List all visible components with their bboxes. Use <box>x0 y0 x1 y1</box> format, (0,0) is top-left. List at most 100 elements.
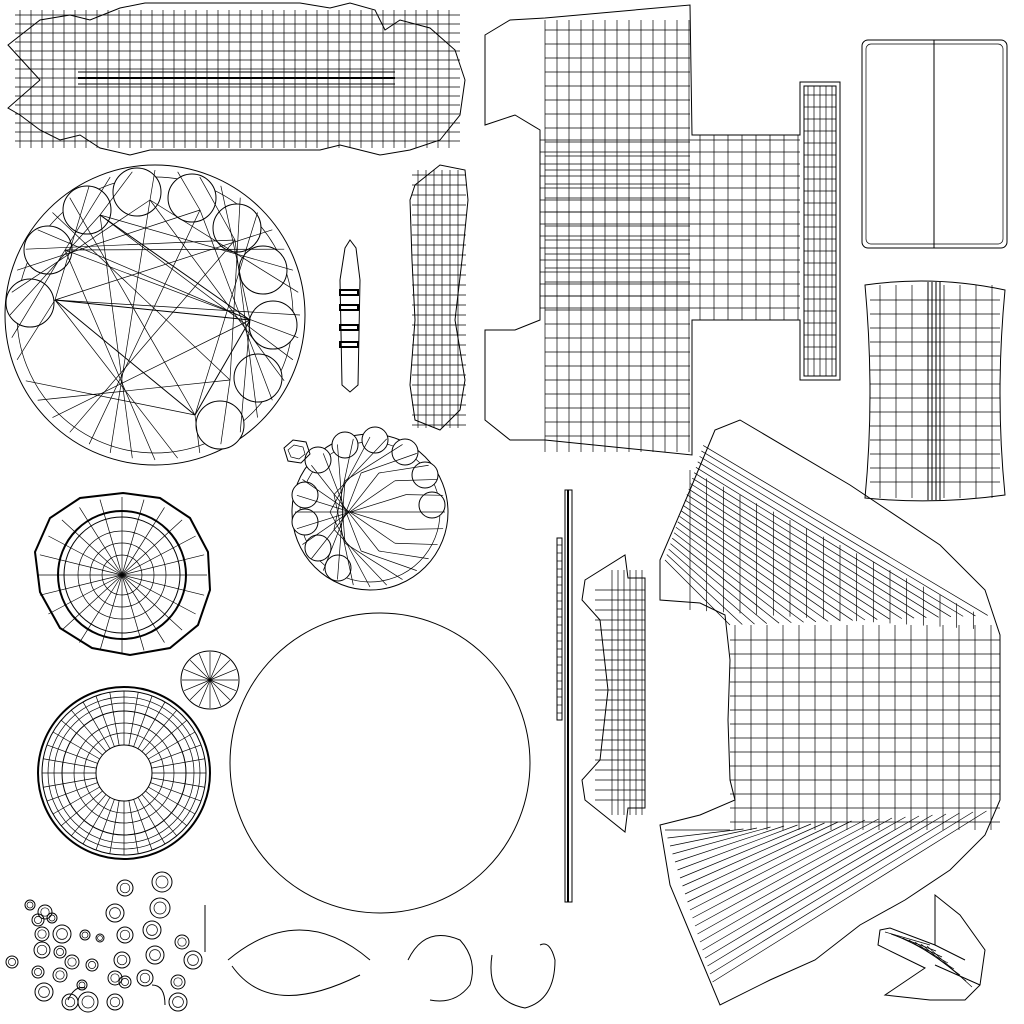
mesh-edge <box>682 822 825 887</box>
mesh-edge <box>209 679 237 692</box>
mesh-edge <box>699 456 964 617</box>
mesh-loop <box>67 957 77 967</box>
mesh-edge <box>148 731 196 760</box>
mesh-edge <box>69 239 236 433</box>
mesh-loop <box>107 970 123 986</box>
mesh-edge <box>148 786 196 815</box>
mesh-edge <box>151 758 205 769</box>
arc-wires <box>67 905 556 1009</box>
mesh-edge <box>692 477 915 619</box>
mesh-edge <box>82 701 111 749</box>
mesh-loop <box>116 879 134 897</box>
mesh-loop <box>195 400 245 450</box>
mesh-edge <box>677 521 817 623</box>
mesh-loop <box>291 508 319 536</box>
mesh-edge <box>199 209 273 401</box>
mesh-edge <box>52 212 231 381</box>
mesh-edge <box>109 800 120 854</box>
mesh-loop <box>116 954 128 966</box>
mesh-loop <box>88 961 96 969</box>
mesh-loop <box>64 954 80 970</box>
mesh-loop <box>418 491 446 519</box>
mesh-loop <box>118 975 132 989</box>
mesh-loop <box>105 903 125 923</box>
mesh-edge <box>39 574 123 596</box>
mesh-edge <box>687 820 852 903</box>
mesh-edge <box>121 574 183 631</box>
mesh-edge <box>699 815 920 943</box>
mesh-edge <box>109 199 151 453</box>
mesh-edge <box>99 214 251 321</box>
mesh-edge <box>54 185 90 301</box>
mesh-edge <box>311 465 380 552</box>
mesh-edge <box>209 668 237 681</box>
mesh-loop <box>73 722 175 824</box>
mesh-loop <box>81 931 89 939</box>
mesh-loop <box>174 934 190 950</box>
mesh-edge <box>121 519 183 576</box>
mesh-edge <box>150 744 202 764</box>
large-gear-ring <box>4 164 306 466</box>
mesh-edge <box>670 543 768 624</box>
mesh-edge <box>71 794 107 837</box>
mesh-edge <box>99 574 123 651</box>
mesh-edge <box>329 436 371 513</box>
mesh-edge <box>688 488 890 620</box>
mesh-edge <box>99 214 294 361</box>
radial-disc-upper <box>33 491 212 657</box>
mesh-loop <box>119 882 131 894</box>
mesh-loop <box>31 965 45 979</box>
top-handle-strip <box>7 2 466 156</box>
mesh-edge <box>333 494 354 586</box>
mesh-edge <box>16 209 201 271</box>
mesh-edge <box>95 799 115 851</box>
mesh-edge <box>52 731 100 760</box>
mesh-edge <box>329 511 371 588</box>
mesh-edge <box>39 554 123 576</box>
mesh-edge <box>697 816 906 935</box>
mesh-edge <box>679 823 812 879</box>
mesh-edge <box>61 574 123 631</box>
mesh-edge <box>672 826 771 855</box>
mesh-edge <box>667 828 744 839</box>
mesh-edge <box>697 461 952 618</box>
mesh-edge <box>333 438 387 495</box>
mesh-edge <box>43 758 97 769</box>
mesh-loop <box>64 996 76 1008</box>
mesh-loop <box>110 973 120 983</box>
mesh-edge <box>121 574 196 615</box>
mesh-edge <box>141 794 177 837</box>
mesh-loop <box>109 907 121 919</box>
mesh-loop <box>5 278 55 328</box>
mesh-loop <box>121 978 129 986</box>
mesh-loop <box>5 955 19 969</box>
mesh-edge <box>694 817 893 927</box>
mesh-loop <box>177 937 187 947</box>
mesh-edge <box>46 744 98 764</box>
small-gear-ring <box>291 426 449 591</box>
mesh-loop <box>97 935 103 941</box>
mesh-edge <box>11 249 66 338</box>
mesh-edge <box>194 414 201 453</box>
mesh-edge <box>137 701 166 749</box>
mesh-loop <box>61 993 79 1011</box>
mesh-loop <box>109 996 121 1008</box>
mesh-loop <box>77 991 99 1013</box>
mesh-loop <box>8 958 16 966</box>
mesh-loop <box>46 912 58 924</box>
mesh-loop <box>170 974 186 990</box>
mesh-edge <box>64 176 111 251</box>
mesh-edge <box>344 444 403 482</box>
mesh-edge <box>25 239 236 250</box>
mesh-edge <box>82 797 111 845</box>
mesh-edge <box>689 819 866 911</box>
mesh-edge <box>145 790 188 826</box>
mesh-loop <box>48 914 56 922</box>
mesh-edge <box>333 529 387 586</box>
mesh-edge <box>672 537 780 624</box>
mesh-loop <box>34 968 42 976</box>
mesh-edge <box>198 679 211 707</box>
mesh-edge <box>666 554 743 625</box>
mesh-edge <box>684 821 839 895</box>
mesh-edge <box>64 249 299 339</box>
